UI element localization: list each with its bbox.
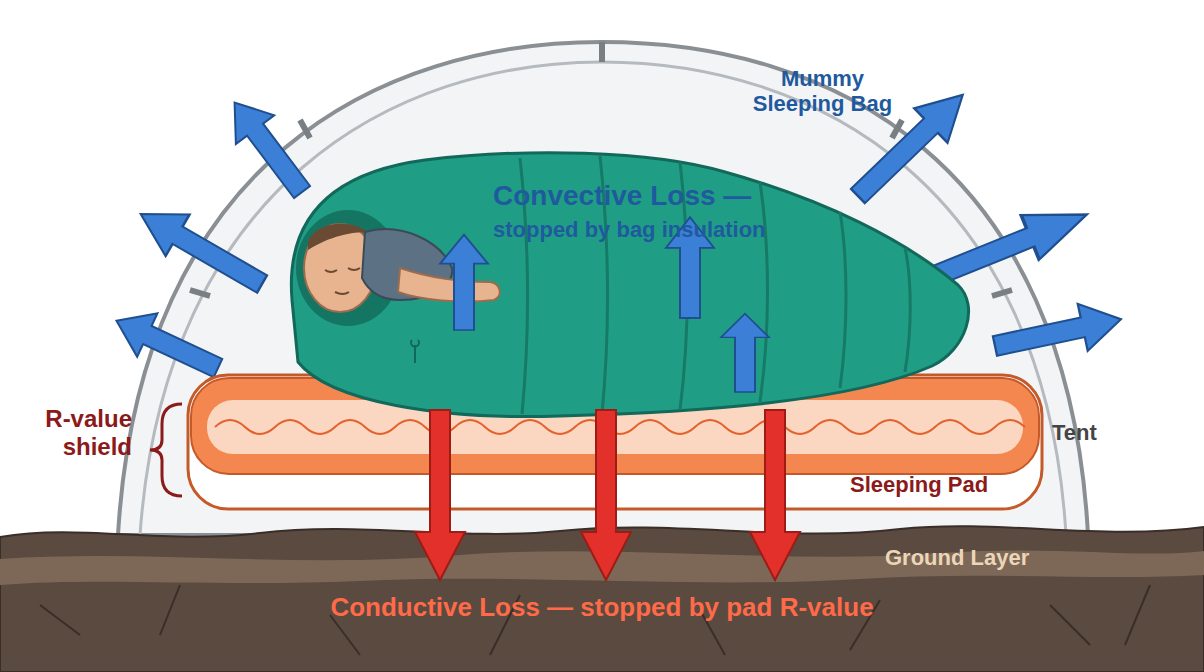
convective-loss-note: stopped by bag insulation xyxy=(493,217,766,242)
pad-label: Sleeping Pad xyxy=(850,472,988,497)
convective-arrows-inner xyxy=(440,217,769,392)
bag-label: Mummy Sleeping Bag xyxy=(740,66,905,117)
tent-label: Tent xyxy=(1052,420,1097,445)
face-features xyxy=(325,268,360,294)
mummy-bag xyxy=(291,153,968,417)
convective-loss-heading: Convective Loss — xyxy=(493,180,751,212)
zipper xyxy=(411,340,419,363)
arm xyxy=(398,268,500,302)
r-value-label: R-value shield xyxy=(4,405,132,460)
r-value-bracket xyxy=(150,404,182,496)
hair xyxy=(308,224,368,250)
conductive-loss-label: Conductive Loss — stopped by pad R-value xyxy=(0,593,1204,623)
ground-label: Ground Layer xyxy=(885,545,1029,570)
